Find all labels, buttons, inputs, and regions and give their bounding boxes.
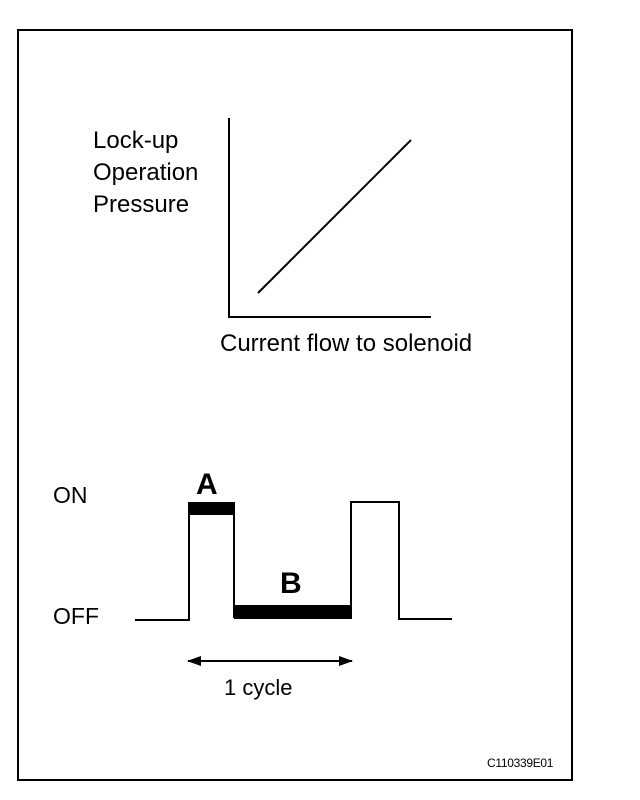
y-label-line-3: Pressure bbox=[93, 191, 190, 218]
graph-y-axis-label: Lock-up Operation Pressure bbox=[93, 125, 243, 221]
segment-a-on-time bbox=[188, 502, 235, 515]
y-label-line-2: Operation bbox=[93, 159, 199, 186]
figure-code: C110339E01 bbox=[487, 756, 554, 770]
on-level-label: ON bbox=[53, 482, 88, 508]
duty-cycle-waveform bbox=[135, 501, 452, 621]
graph-x-axis-label: Current flow to solenoid bbox=[220, 330, 473, 357]
pressure-curve-line bbox=[257, 139, 412, 294]
segment-b-label: B bbox=[280, 567, 302, 600]
off-level-label: OFF bbox=[53, 603, 99, 629]
segment-b-off-time bbox=[234, 605, 352, 619]
cycle-label: 1 cycle bbox=[224, 675, 293, 700]
segment-a-label: A bbox=[196, 468, 218, 501]
figure-frame bbox=[17, 29, 573, 781]
y-label-line-1: Lock-up bbox=[93, 127, 179, 154]
